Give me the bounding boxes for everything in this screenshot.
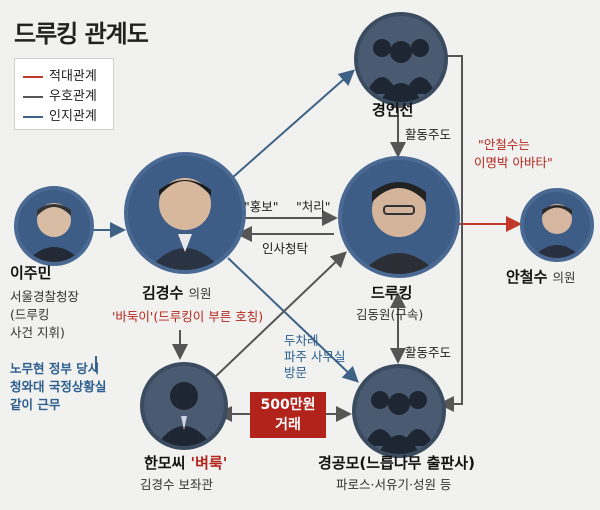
- ahn-quote-line1: "안철수는: [478, 137, 530, 152]
- han-name: 한모씨: [144, 454, 186, 472]
- han-silhouette: [140, 362, 228, 450]
- legend-friendly-swatch: [23, 95, 43, 98]
- edge-right-bracket: [430, 48, 463, 412]
- legend-acquainted-swatch: [23, 115, 43, 118]
- deal-amount: 500만원: [260, 397, 316, 413]
- lee-joomin-sub2: (드루킹: [10, 307, 50, 322]
- deal-badge: 500만원 거래: [250, 392, 326, 438]
- kim-kyungsoo-note: '바둑이'(드루킹이 부른 호칭): [112, 309, 264, 324]
- ahn-cheolsoo-title: 의원: [552, 270, 576, 285]
- edge-personnel-label: 인사청탁: [262, 241, 309, 256]
- kim-kyungsoo-title: 의원: [188, 286, 212, 301]
- ahn-cheolsoo-photo: [520, 188, 594, 262]
- kyunginsun-druking-label: 활동주도: [405, 127, 452, 142]
- edge-kim-kyunggongmo: [227, 257, 359, 383]
- druking-kyunggongmo-label: 활동주도: [405, 345, 452, 360]
- kyunginsun-name: 경인선: [372, 101, 414, 119]
- person-silhouette-icon: [156, 382, 212, 446]
- edge-han-druking: [213, 251, 347, 379]
- ahn-cheolsoo-name: 안철수: [506, 268, 548, 286]
- lee-joomin-note2: 청와대 국정상황실: [10, 379, 107, 394]
- lee-joomin-note3: 같이 근무: [10, 397, 61, 412]
- deal-text: 거래: [275, 417, 301, 433]
- druking-photo: [338, 156, 460, 278]
- lee-joomin-photo: [14, 186, 94, 266]
- han-label: 한모씨 '벼룩': [144, 452, 227, 473]
- person-photo-icon: [148, 178, 222, 270]
- kyunggongmo-name: 경공모(느릅나무 출판사): [318, 454, 475, 472]
- legend-friendly: 우호관계: [23, 85, 97, 104]
- legend-friendly-label: 우호관계: [49, 89, 97, 104]
- lee-joomin-note1: 노무현 정부 당시: [10, 361, 100, 376]
- edge-handle-label: "처리": [296, 199, 331, 214]
- legend-hostile-swatch: [23, 75, 43, 78]
- lee-joomin-name: 이주민: [10, 264, 52, 282]
- edge-kim-kyunginsun: [231, 69, 355, 179]
- kyunggongmo-icon: [352, 364, 446, 458]
- group-silhouette-icon: [364, 391, 434, 454]
- kim-kyungsoo-photo: [124, 152, 246, 274]
- kim-kyungsoo-label: 김경수 의원: [142, 282, 212, 303]
- kim-kyungsoo-name: 김경수: [142, 284, 184, 302]
- visit-label-2: 파주 사무실: [284, 349, 346, 364]
- kyunginsun-icon: [354, 12, 448, 106]
- edge-promote-label: "홍보": [244, 199, 279, 214]
- person-photo-icon: [532, 204, 582, 258]
- kyunggongmo-sub: 파로스·서유기·성원 등: [336, 477, 452, 492]
- lee-joomin-sub1: 서울경찰청장: [10, 289, 80, 304]
- druking-name: 드루킹: [371, 284, 413, 302]
- person-photo-icon: [360, 182, 438, 274]
- group-silhouette-icon: [366, 39, 436, 102]
- han-sub: 김경수 보좌관: [140, 477, 213, 492]
- legend-hostile: 적대관계: [23, 65, 97, 84]
- person-photo-icon: [26, 203, 82, 262]
- page-title: 드루킹 관계도: [14, 20, 149, 48]
- visit-label-1: 두차례: [284, 333, 319, 348]
- druking-sub: 김동원(구속): [356, 307, 424, 322]
- han-nick: '벼룩': [190, 454, 228, 472]
- ahn-quote-line2: 이명박 아바타": [474, 155, 553, 170]
- lee-joomin-sub3: 사건 지휘): [10, 325, 65, 340]
- legend-acquainted: 인지관계: [23, 105, 97, 124]
- visit-label-3: 방문: [284, 365, 308, 380]
- legend-hostile-label: 적대관계: [49, 69, 97, 84]
- ahn-cheolsoo-label: 안철수 의원: [506, 266, 576, 287]
- legend: 적대관계 우호관계 인지관계: [14, 58, 114, 130]
- legend-acquainted-label: 인지관계: [49, 109, 97, 124]
